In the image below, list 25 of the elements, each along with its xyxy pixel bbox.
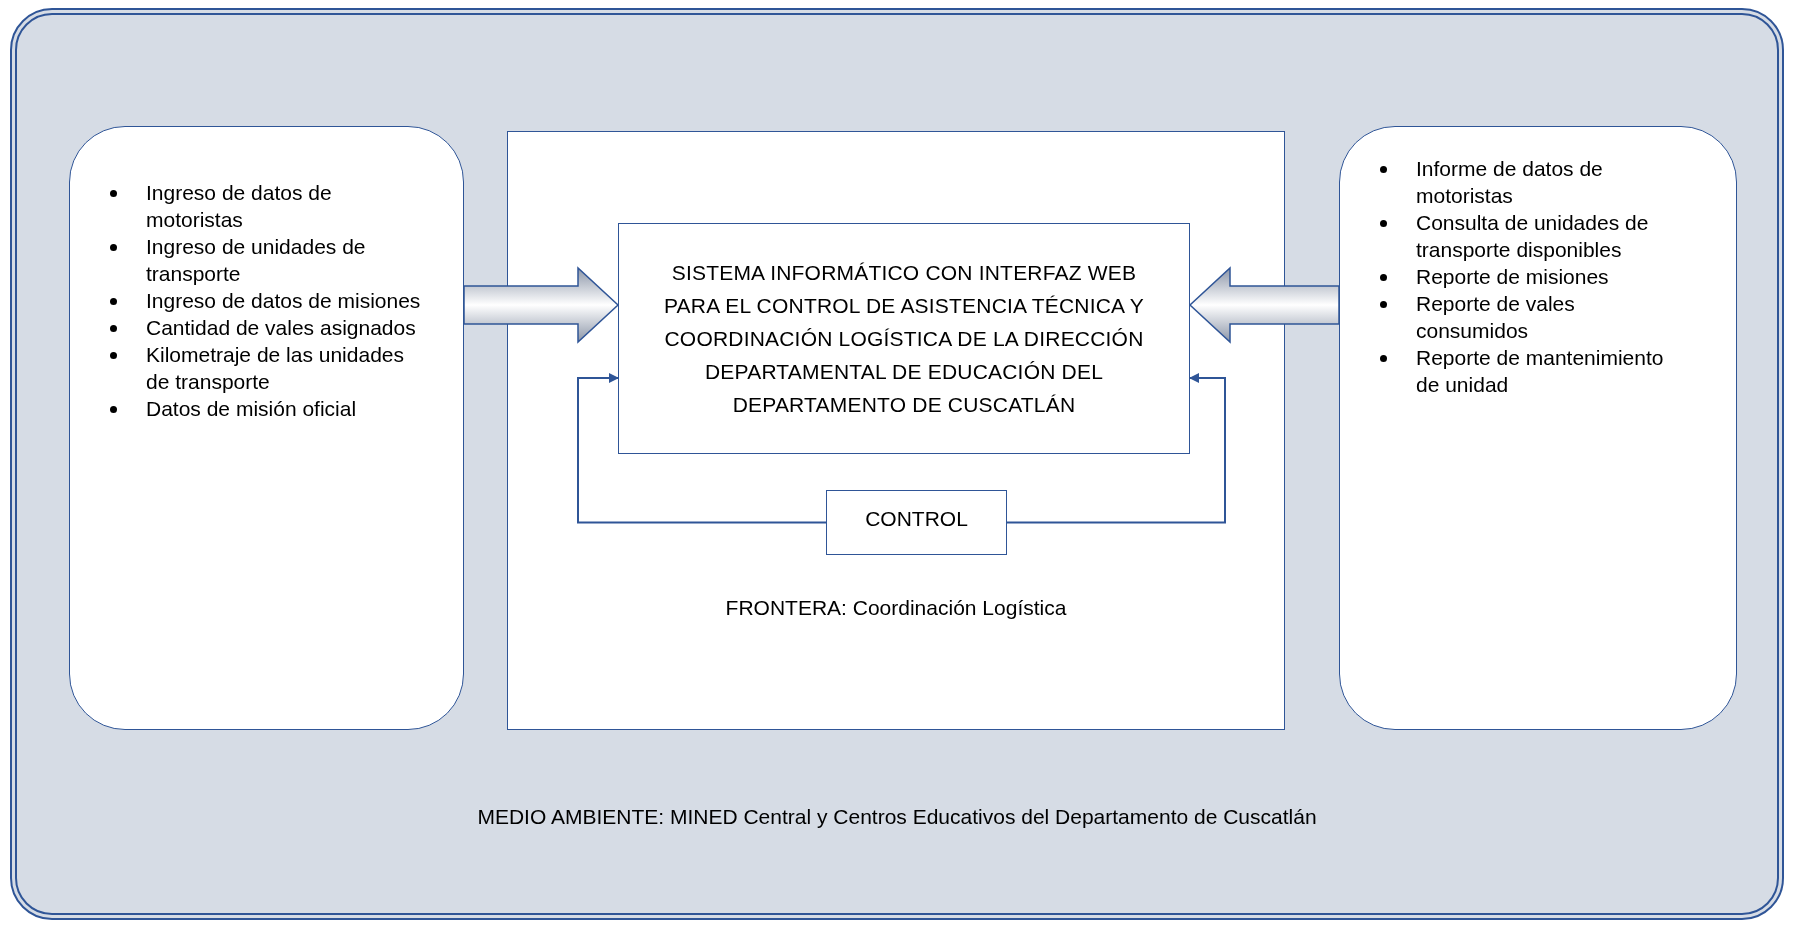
boundary-box <box>507 131 1285 730</box>
control-label: CONTROL <box>865 505 968 532</box>
block-arrow <box>1188 266 1340 344</box>
list-item: Ingreso de datos de misiones <box>146 288 421 314</box>
list-item: Kilometraje de las unidades de transporte <box>146 342 405 395</box>
list-item: Ingreso de unidades de transporte <box>146 234 367 287</box>
outputs-panel <box>1339 126 1737 730</box>
system-box <box>618 223 1190 454</box>
feedback-arrow <box>577 373 827 524</box>
list-item: Ingreso de datos de motoristas <box>146 180 333 233</box>
feedback-arrow <box>1006 373 1226 524</box>
system-title: SISTEMA INFORMÁTICO CON INTERFAZ WEB PARA EL CONTROL DE ASISTENCIA TÉCNICA Y COORDINACIÓN LOGÍSTICA DE LA DIRECCIÓN DEPARTAMENTAL DE EDUCACIÓN DEL DEPARTAMENTO DE CUSCATLÁN <box>662 260 1146 418</box>
inputs-panel <box>69 126 464 730</box>
environment-label: MEDIO AMBIENTE: MINED Central y Centros Educativos del Departamento de Cuscatlán <box>476 804 1318 830</box>
list-item: Datos de misión oficial <box>146 396 357 422</box>
environment-panel <box>10 8 1784 920</box>
list-item: Reporte de mantenimiento de unidad <box>1416 345 1665 398</box>
list-item: Reporte de vales consumidos <box>1416 291 1576 344</box>
list-item: Reporte de misiones <box>1416 264 1609 290</box>
list-item: Cantidad de vales asignados <box>146 315 416 341</box>
list-item: Consulta de unidades de transporte disponibles <box>1416 210 1650 263</box>
block-arrow <box>463 266 620 344</box>
control-box <box>826 490 1007 555</box>
list-item: Informe de datos de motoristas <box>1416 156 1604 209</box>
boundary-label: FRONTERA: Coordinación Logística <box>724 595 1068 621</box>
